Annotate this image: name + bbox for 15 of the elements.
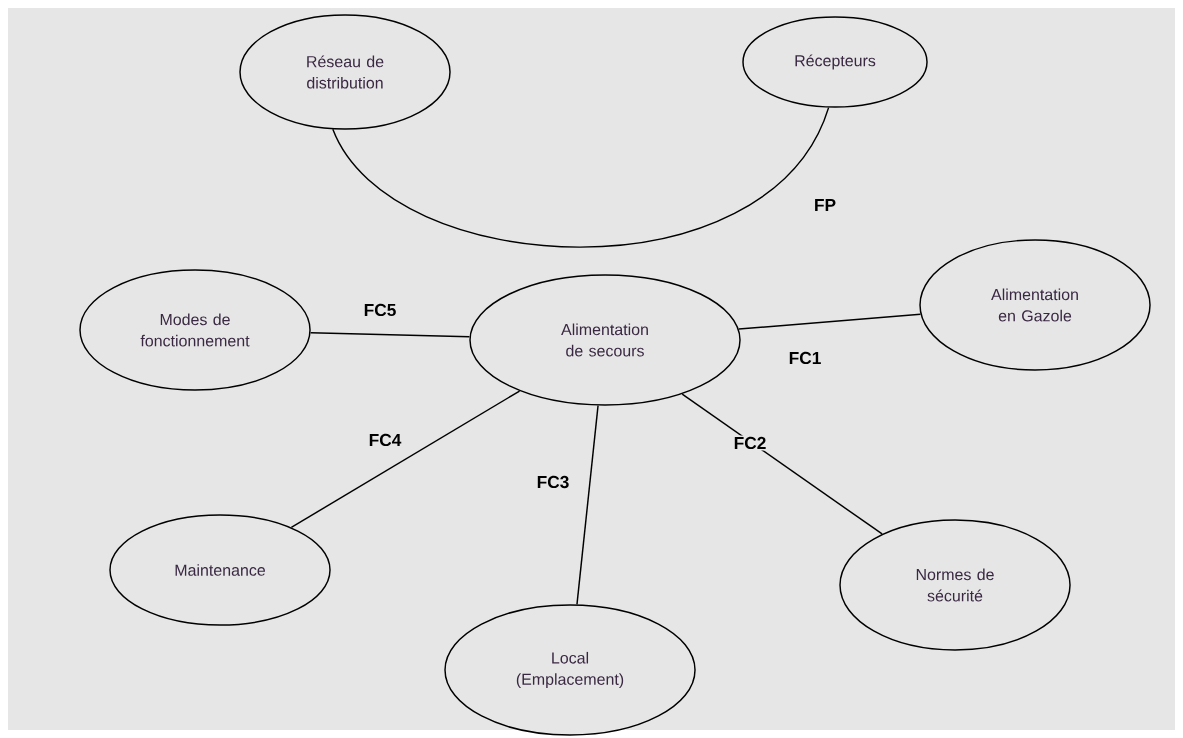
connector-line bbox=[290, 390, 521, 529]
ellipse-node: Local (Emplacement) bbox=[444, 604, 696, 736]
ellipse-node: Modes de fonctionnement bbox=[79, 269, 311, 391]
ellipse-node: Réseau de distribution bbox=[239, 14, 451, 130]
ellipse-node: Alimentation de secours bbox=[469, 274, 741, 406]
ellipse-node: Alimentation en Gazole bbox=[919, 239, 1151, 371]
ellipse-node: Normes de sécurité bbox=[839, 519, 1071, 651]
node-label: Local (Emplacement) bbox=[516, 651, 624, 689]
connector-line bbox=[576, 404, 599, 606]
ellipse-node: Maintenance bbox=[109, 514, 331, 626]
connector-line bbox=[332, 106, 830, 248]
connector-line bbox=[681, 393, 883, 535]
connector-line bbox=[738, 313, 922, 330]
ellipse-node: Récepteurs bbox=[742, 16, 928, 108]
connector-line bbox=[309, 332, 471, 338]
